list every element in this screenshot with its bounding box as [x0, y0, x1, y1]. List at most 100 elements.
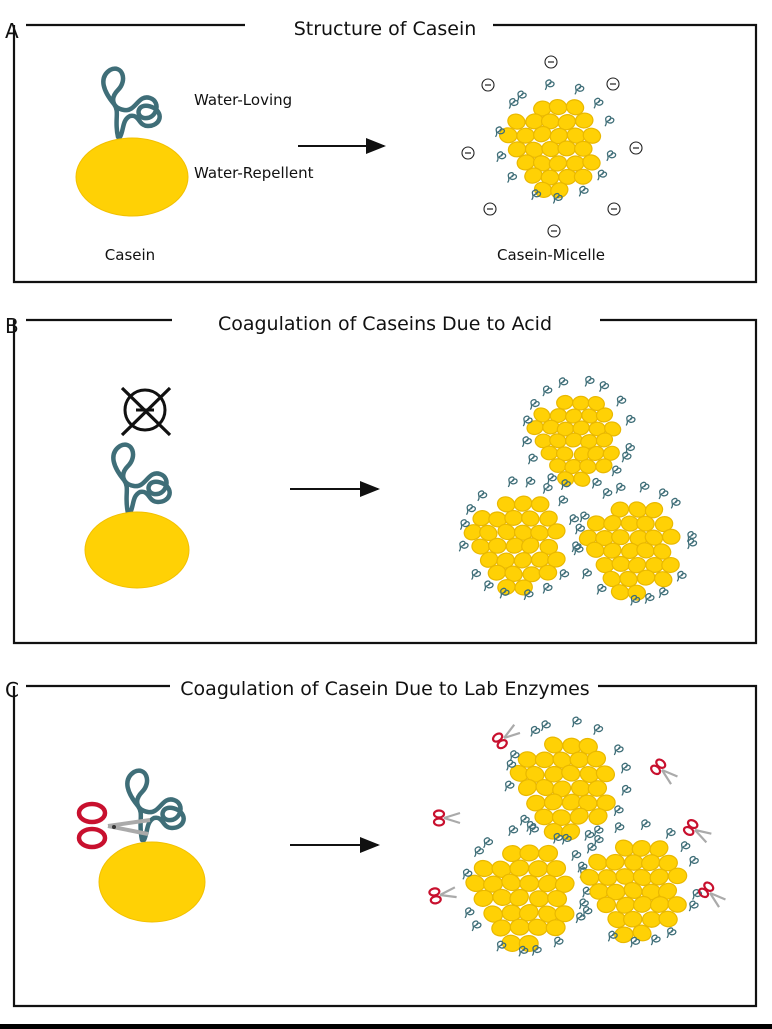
hydrophilic-chain — [111, 442, 172, 516]
casein-subunit — [588, 808, 608, 826]
casein-subunit — [548, 155, 568, 172]
casein-subunit — [534, 808, 554, 826]
hydrophilic-chain — [101, 66, 162, 140]
hydrophilic-tuft — [541, 720, 551, 732]
casein-subunit — [603, 514, 622, 532]
panel-c-title: Coagulation of Casein Due to Lab Enzymes — [180, 678, 589, 700]
casein-subunit — [509, 888, 529, 907]
micelle — [522, 375, 636, 490]
hydrophilic-tuft — [579, 898, 589, 910]
hydrophilic-tuft — [640, 819, 651, 831]
casein-subunit — [658, 854, 678, 872]
scissors-icon — [681, 817, 714, 846]
casein-subunit — [534, 751, 555, 769]
casein-subunit — [554, 905, 575, 923]
casein-subunit — [504, 509, 523, 526]
hydrophilic-tuft — [542, 385, 553, 397]
casein-subunit — [661, 556, 680, 574]
casein-subunit — [649, 868, 669, 886]
hydrophilic-tuft — [483, 837, 494, 848]
minus-charge-icon — [606, 77, 620, 91]
casein-subunit — [539, 538, 559, 555]
casein-subunit — [602, 570, 621, 588]
casein-subunit — [509, 859, 530, 877]
hydrophilic-tuft — [558, 495, 569, 507]
minus-charge-icon — [461, 146, 475, 160]
hydrophilic-tuft — [615, 482, 626, 494]
micelle — [495, 79, 617, 204]
hydrophilic-tuft — [582, 568, 592, 580]
hydrophilic-tuft — [584, 375, 595, 387]
coagulated-micelles-enzyme — [462, 716, 703, 957]
casein-subunit — [644, 502, 664, 519]
casein-subunit — [636, 515, 655, 532]
panel-c-frame — [12, 684, 758, 1008]
casein-subunit — [649, 840, 669, 858]
hydrophilic-tuft — [575, 912, 586, 924]
casein-subunit — [586, 515, 606, 532]
coagulated-micelles-acid — [458, 375, 698, 606]
hydrophilic-tuft — [604, 115, 615, 127]
hydrophilic-tuft — [599, 381, 610, 392]
hydrophilic-tuft — [621, 784, 632, 796]
label-casein: Casein — [105, 246, 155, 264]
hydrophilic-tuft — [593, 835, 604, 846]
casein-subunit — [587, 445, 605, 462]
hydrophilic-tuft — [686, 531, 697, 542]
hydrophilic-tuft — [462, 868, 473, 880]
casein-subunit — [540, 445, 559, 461]
hydrophilic-tuft — [571, 716, 582, 728]
casein-subunit — [586, 750, 607, 768]
casein-subunit — [546, 860, 567, 878]
casein-subunit — [624, 854, 644, 871]
hydrophilic-tuft — [639, 481, 650, 493]
label-water-loving: Water-Loving — [194, 91, 292, 109]
hydrophilic-tuft — [531, 189, 542, 201]
hydrophilic-tuft — [508, 825, 519, 837]
casein-subunit — [573, 140, 593, 157]
negative-charges — [461, 55, 643, 238]
casein-subunit — [623, 910, 643, 928]
panel-c: C Coagulation of Casein Due to Lab Enzym… — [5, 678, 758, 1008]
casein-subunit — [578, 737, 598, 755]
hydrophilic-tuft — [606, 150, 617, 162]
casein-subunit — [573, 471, 591, 487]
hydrophilic-tuft — [504, 780, 515, 792]
hydrophilic-tuft — [522, 436, 532, 447]
casein-subunit — [507, 113, 526, 130]
casein-subunit — [574, 112, 594, 129]
hydrophilic-tuft — [464, 907, 475, 919]
hydrophilic-tuft — [516, 90, 527, 102]
hydrophilic-tuft — [466, 504, 476, 515]
hydrophilic-tuft — [611, 465, 622, 477]
panel-a-letter: A — [5, 19, 19, 43]
hydrophilic-tuft — [621, 762, 631, 774]
hydrophilic-tuft — [644, 593, 655, 604]
micelle — [577, 819, 703, 948]
panel-b-letter: B — [5, 314, 19, 338]
hydrophilic-tuft — [571, 850, 582, 861]
casein-subunit — [587, 780, 608, 797]
hydrophilic-tuft — [509, 750, 520, 761]
casein-subunit — [524, 167, 543, 184]
casein-subunit — [519, 844, 540, 862]
casein-subunit — [513, 552, 533, 569]
casein-subunit — [561, 823, 581, 841]
casein-subunit — [595, 432, 614, 448]
casein-subunit — [530, 496, 550, 513]
casein-subunit — [547, 889, 568, 908]
hydrophilic-tuft — [613, 805, 624, 817]
hydrophilic-tuft — [680, 841, 691, 852]
scissors-icon — [427, 883, 459, 906]
casein-subunit — [595, 407, 614, 423]
hydrophobic-core — [98, 841, 206, 923]
hydrophilic-tuft — [525, 476, 536, 488]
hydrophilic-tuft — [526, 821, 537, 832]
hydrophilic-tuft — [561, 833, 572, 845]
hydrophilic-tuft — [582, 906, 593, 917]
hydrophilic-tuft — [625, 414, 636, 426]
hydrophilic-tuft — [596, 583, 607, 595]
casein-subunit — [501, 873, 521, 892]
